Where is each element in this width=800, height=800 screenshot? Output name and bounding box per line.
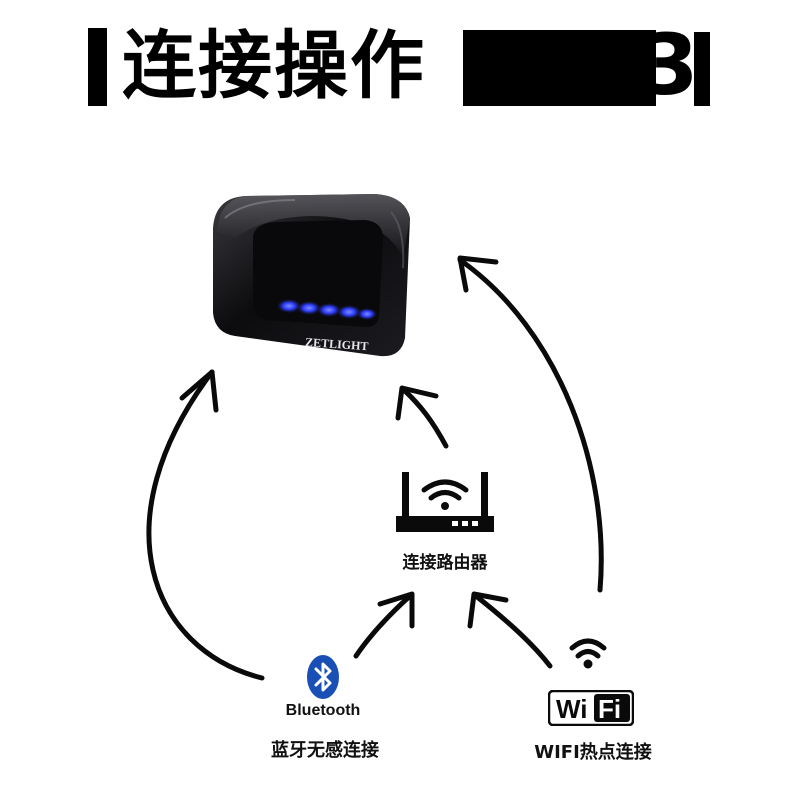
title-left-bar: [88, 28, 107, 106]
arrow-wifi-to-router: [473, 593, 553, 669]
bluetooth-wordmark: Bluetooth: [285, 702, 361, 719]
title-step-number: 3: [640, 16, 699, 114]
page-title: 连接操作: [122, 23, 426, 109]
arrow-wifi-to-device: [457, 257, 604, 593]
title-right-bar: [694, 32, 710, 106]
arrow-bluetooth-to-device-head: [179, 369, 219, 413]
router-icon: [396, 472, 494, 532]
arrow-router-to-device: [401, 387, 449, 449]
bluetooth-label: 蓝牙无感连接: [271, 740, 379, 761]
product-brand-label: ZETLIGHT: [305, 335, 369, 353]
product-device-image: ZETLIGHT: [213, 194, 410, 357]
device-led-row: [277, 299, 377, 320]
arrow-bluetooth-to-router: [353, 593, 413, 659]
wifi-hotspot-label: WIFI热点连接: [534, 742, 652, 763]
wifi-logo-left: Wi: [556, 694, 588, 724]
wifi-logo: Wi Fi: [548, 690, 634, 726]
arrow-wifi-to-device-head: [457, 255, 499, 293]
arrow-bluetooth-to-device: [146, 369, 265, 681]
bluetooth-icon: [307, 655, 339, 699]
title-redaction-block: [463, 30, 656, 106]
arrow-bluetooth-to-router-head: [377, 591, 415, 629]
arrow-router-to-device-head: [395, 385, 439, 421]
device-top-shell: [217, 194, 410, 258]
router-label: 连接路由器: [402, 553, 488, 573]
wifi-icon: [569, 638, 607, 669]
arrow-wifi-to-router-head: [467, 591, 509, 629]
wifi-logo-right: Fi: [598, 694, 621, 724]
